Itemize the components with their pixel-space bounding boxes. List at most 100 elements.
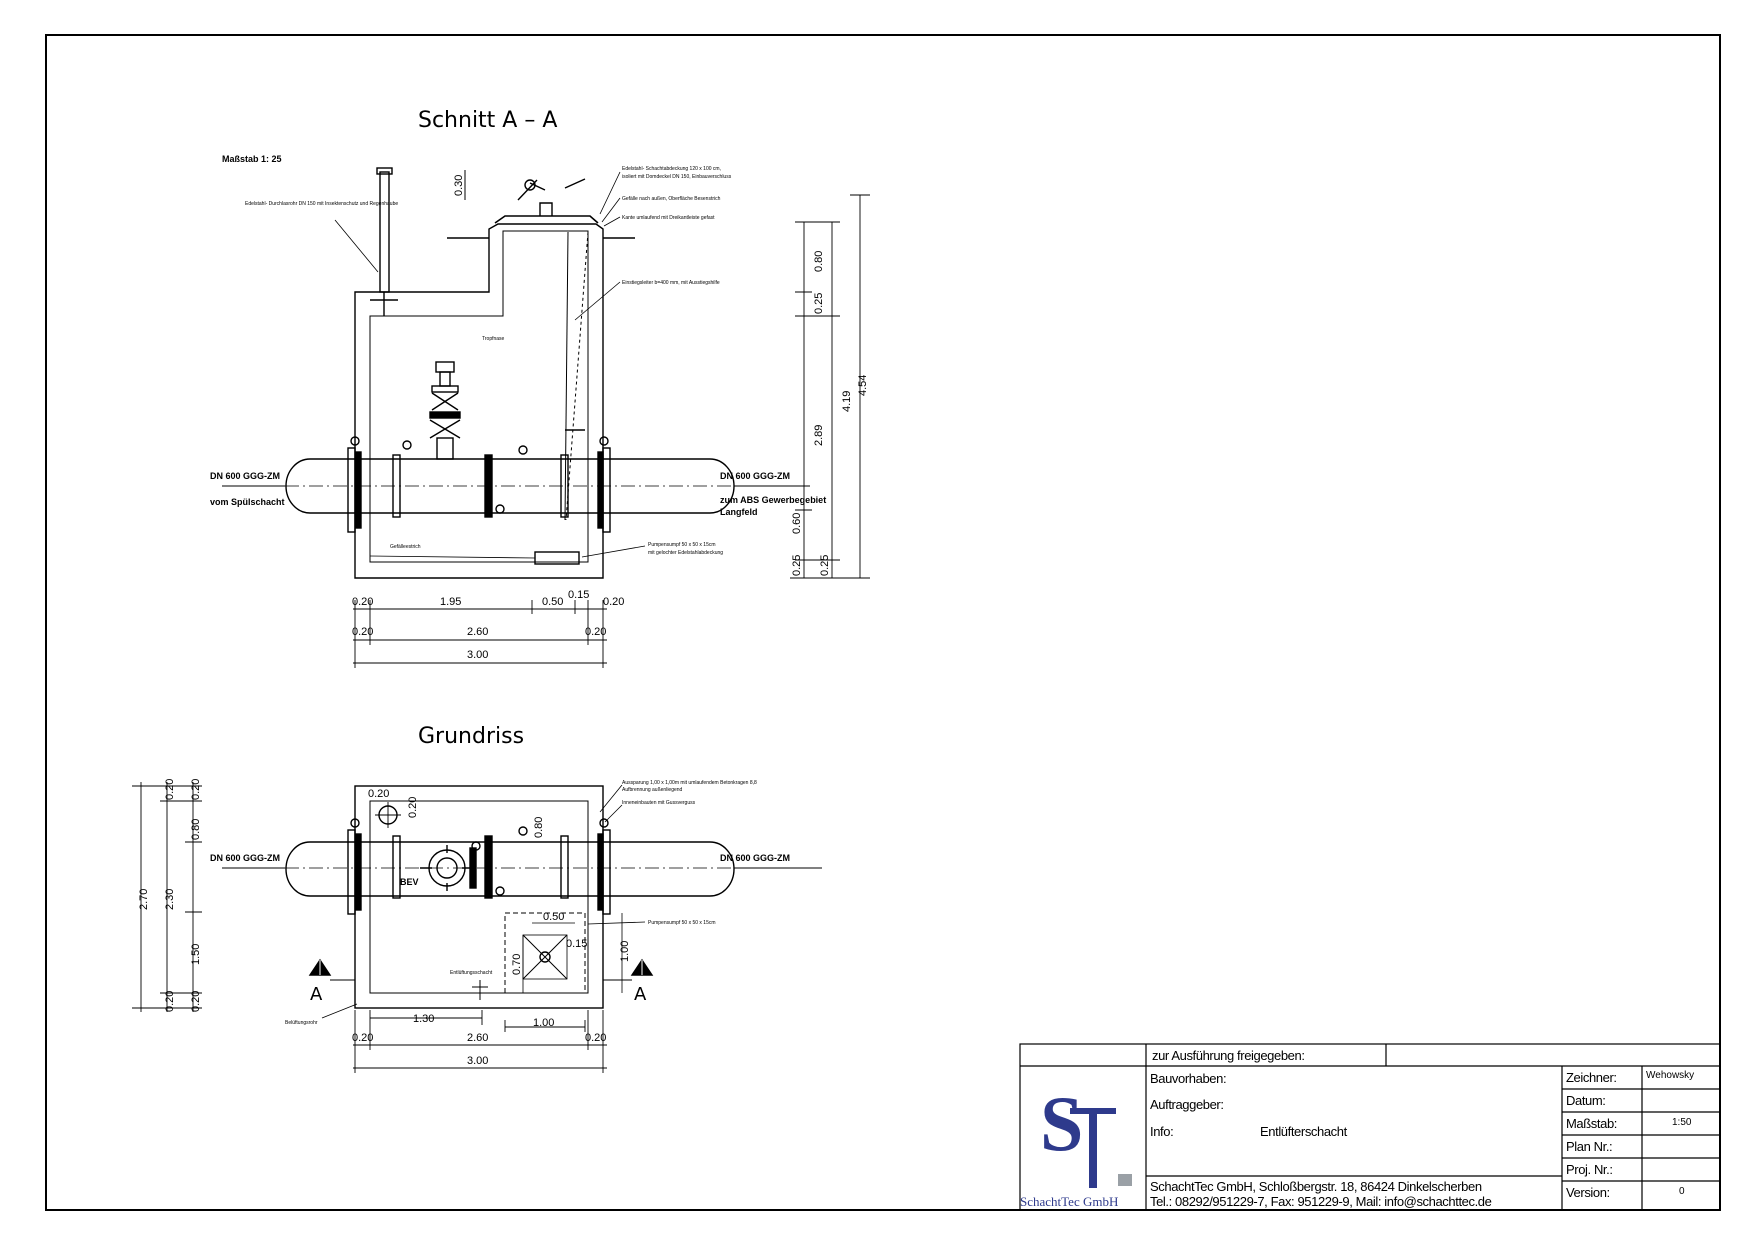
logo-letter-s: S [1040, 1080, 1083, 1167]
note-cover-1: Edelstahl- Schachtabdeckung 120 x 100 cm… [622, 166, 721, 172]
plan-dim-l1-2: 1.50 [190, 944, 202, 965]
section-pipe-right-label: DN 600 GGG-ZM [720, 471, 790, 481]
plan-valve [420, 845, 477, 891]
plan-note-drain: Entlüftungsschacht [450, 970, 493, 976]
plan-title: Grundriss [418, 724, 524, 749]
marker-1 [350, 436, 360, 446]
section-title: Schnitt A – A [418, 108, 557, 133]
plan-pipe-left-label: DN 600 GGG-ZM [210, 853, 280, 863]
chamber-cover [494, 215, 599, 224]
flange-4 [560, 454, 569, 518]
vent-pipe [379, 171, 390, 293]
plan-dim-050: 0.50 [543, 911, 564, 923]
plan-dim-l3: 2.70 [138, 889, 150, 910]
tb-project: Bauvorhaben: [1150, 1071, 1226, 1086]
marker-5 [518, 445, 528, 455]
plan-leader-opening [599, 784, 623, 813]
tb-info-value: Entlüfterschacht [1260, 1124, 1348, 1139]
plan-dim-l1-4: 0.20 [190, 991, 202, 1012]
plan-leader-corner [321, 1003, 358, 1019]
section-pipe-right-sub2: Langfeld [720, 507, 758, 517]
plan-dims-bottom [353, 1010, 607, 1073]
tb-scale-value: 1:50 [1672, 1117, 1692, 1128]
note-intermediate: Tropfnase [482, 336, 505, 342]
plan-flange-6 [597, 833, 604, 911]
plan-flange-7 [602, 829, 611, 915]
dim-r1-1: 0.25 [791, 555, 803, 576]
marker-6 [495, 504, 505, 514]
section-pipe-left-label: DN 600 GGG-ZM [210, 471, 280, 481]
plan-dim-b2-2: 2.60 [467, 1032, 488, 1044]
note-slope: Gefälle nach außen, Oberfläche Besenstri… [622, 196, 721, 202]
floor-slope [369, 555, 536, 559]
tb-version-value: 0 [1679, 1186, 1685, 1197]
plan-dim-015: 0.15 [566, 938, 587, 950]
plan-sump-center [539, 951, 551, 963]
plan-dim-l1-3: 0.80 [190, 819, 202, 840]
leader-cover [599, 171, 621, 215]
dim-b2-3: 0.20 [585, 626, 606, 638]
plan-sump [522, 934, 568, 980]
flange-3 [484, 454, 493, 518]
plan-note-sump: Pumpensumpf 50 x 50 x 15cm [648, 920, 716, 926]
dim-b2-2: 2.60 [467, 626, 488, 638]
dim-b1-2: 1.95 [440, 596, 461, 608]
plan-dims-left [132, 782, 202, 1012]
tb-proj-label: Proj. Nr.: [1566, 1162, 1613, 1177]
tb-info: Info: [1150, 1124, 1173, 1139]
plan-dim-100v: 1.00 [619, 941, 631, 962]
plan-note-opening-1: Aussparung 1,00 x 1,00m mit umlaufendem … [622, 780, 757, 786]
tb-date-label: Datum: [1566, 1093, 1606, 1108]
plan-pipe-cap-left [285, 841, 311, 897]
dim-r3: 4.54 [857, 375, 869, 396]
leader-sump [581, 545, 646, 558]
plan-pipe-right-label: DN 600 GGG-ZM [720, 853, 790, 863]
leader-slope [601, 197, 621, 223]
dim-b2-1: 0.20 [352, 626, 373, 638]
plan-view: Grundriss [132, 724, 822, 1073]
tb-drawer-label: Zeichner: [1566, 1070, 1617, 1085]
vent-pipe-cap [376, 167, 393, 175]
dim-030: 0.30 [453, 175, 465, 196]
marker-right [599, 436, 609, 446]
plan-note-flange: Inneneinbauten mit Gussverguss [622, 800, 696, 806]
dim-r2-1: 0.25 [819, 555, 831, 576]
flange-right-inner [597, 451, 604, 529]
logo-t-stem [1089, 1108, 1097, 1188]
plan-marker-right [599, 818, 609, 828]
note-ladder: Einstiegsleiter b=400 mm, mit Ausstiegsh… [622, 280, 720, 286]
tb-approved: zur Ausführung freigegeben: [1152, 1048, 1305, 1063]
plan-dim-b2-1: 0.20 [352, 1032, 373, 1044]
note-sump-2: mit gelochter Edelstahlabdeckung [648, 550, 723, 556]
section-scale: Maßstab 1: 25 [222, 154, 282, 164]
dim-b1-1: 0.20 [352, 596, 373, 608]
sheet-border [45, 34, 1721, 1211]
plan-flange-3 [392, 835, 401, 899]
air-valve-assembly [429, 361, 461, 460]
title-block: S SchachtTec GmbH zur Ausführung freigeg… [1019, 1043, 1721, 1211]
title-block-frame [1019, 1043, 1721, 1211]
tb-drawer-value: Wehowsky [1646, 1070, 1694, 1081]
plan-marker-4 [471, 841, 481, 851]
ladder-rail-2 [565, 231, 589, 521]
plan-flange-1 [347, 829, 356, 915]
ladder-rail [564, 231, 569, 521]
dim-r1-5: 0.80 [813, 251, 825, 272]
plan-bev-label: BEV [400, 877, 419, 887]
dim-r1-2: 0.60 [791, 513, 803, 534]
plan-dim-l2-2: 2.30 [164, 889, 176, 910]
tb-company-2: Tel.: 08292/951229-7, Fax: 951229-9, Mai… [1150, 1194, 1492, 1209]
plan-marker-1 [350, 818, 360, 828]
note-sump: Pumpensumpf 50 x 50 x 15cm [648, 542, 716, 548]
plan-pipe-cap-right [709, 841, 735, 897]
tb-company-1: SchachtTec GmbH, Schloßbergstr. 18, 8642… [1150, 1179, 1482, 1194]
dim-r2-2: 4.19 [841, 391, 853, 412]
note-vent: Edelstahl- Durchlasrohr DN 150 mit Insek… [245, 201, 398, 207]
dim-r1-3: 2.89 [813, 425, 825, 446]
logo-text: SchachtTec GmbH [1020, 1194, 1118, 1209]
leader-edge [603, 216, 621, 227]
section-dims-bottom [353, 600, 607, 668]
flange-left-outer [347, 447, 356, 533]
section-dims-right [790, 194, 870, 579]
